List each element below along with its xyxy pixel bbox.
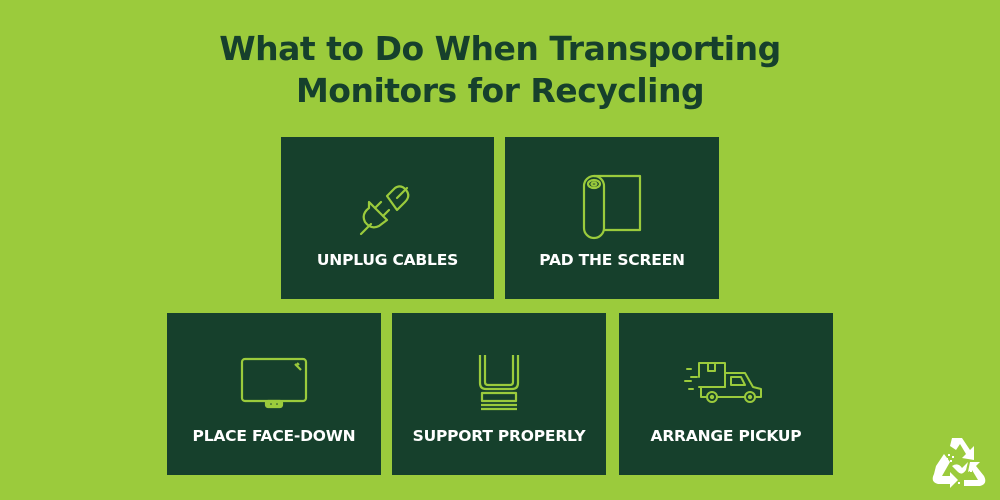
monitor-icon bbox=[167, 343, 381, 423]
page-title: What to Do When Transporting Monitors fo… bbox=[0, 28, 1000, 112]
title-line-1: What to Do When Transporting bbox=[219, 29, 781, 68]
card-label: SUPPORT PROPERLY bbox=[412, 427, 586, 445]
card-pad-the-screen: PAD THE SCREEN bbox=[505, 137, 719, 299]
support-stand-icon bbox=[392, 343, 606, 423]
padding-roll-icon bbox=[505, 167, 719, 247]
card-label: PAD THE SCREEN bbox=[539, 251, 685, 269]
delivery-truck-icon bbox=[619, 343, 833, 423]
card-label: PLACE FACE-DOWN bbox=[192, 427, 356, 445]
card-label: UNPLUG CABLES bbox=[316, 251, 459, 269]
unplug-icon bbox=[281, 167, 494, 247]
card-unplug-cables: UNPLUG CABLES bbox=[281, 137, 494, 299]
title-line-2: Monitors for Recycling bbox=[295, 71, 705, 110]
card-place-face-down: PLACE FACE-DOWN bbox=[167, 313, 381, 475]
card-support-properly: SUPPORT PROPERLY bbox=[392, 313, 606, 475]
card-label: ARRANGE PICKUP bbox=[650, 427, 802, 445]
recycle-logo-icon bbox=[928, 432, 992, 494]
card-arrange-pickup: ARRANGE PICKUP bbox=[619, 313, 833, 475]
